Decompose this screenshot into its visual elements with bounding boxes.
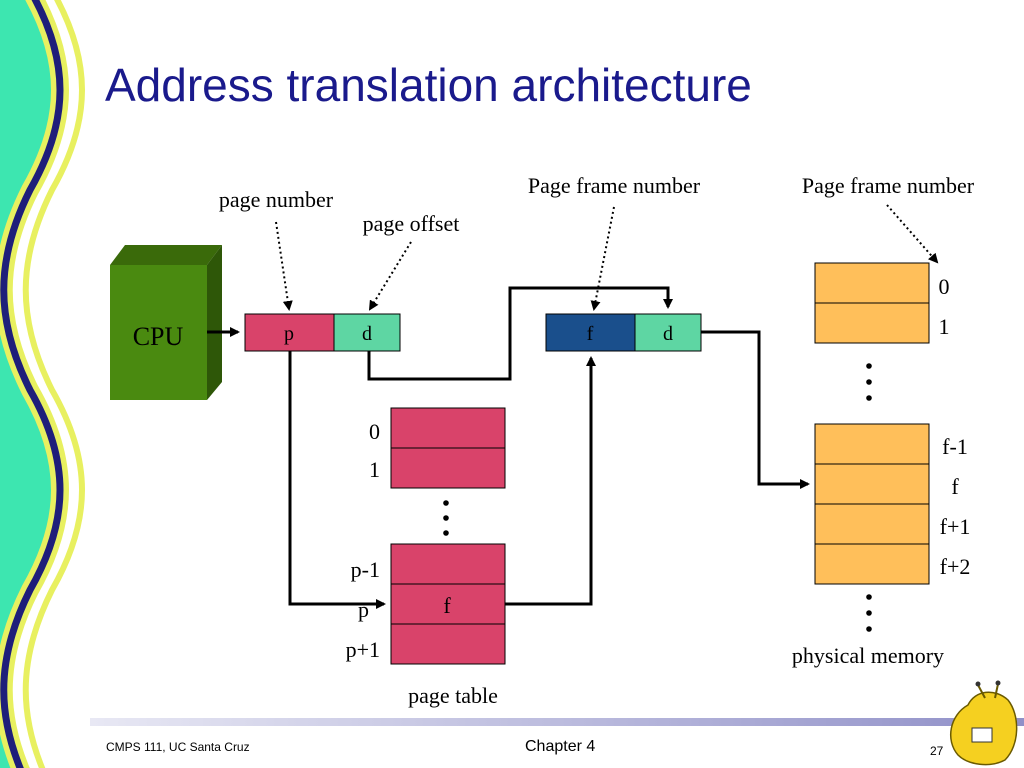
page-frame-number-memory-pointer <box>886 204 939 264</box>
slide-title: Address translation architecture <box>105 59 752 111</box>
memory-ellipsis-dot <box>866 610 872 616</box>
memory-index-f-1: f-1 <box>942 434 968 459</box>
cpu-label: CPU <box>133 322 184 351</box>
memory-ellipsis-dot <box>866 379 872 385</box>
page-number-pointer <box>275 221 293 311</box>
memory-ellipsis-dot <box>866 363 872 369</box>
page-table-entry-value: f <box>443 593 451 618</box>
memory-frame-f+1 <box>814 503 930 545</box>
label-pointers <box>275 204 939 311</box>
page-offset-label: page offset <box>363 211 460 236</box>
memory-frame-1 <box>814 302 930 344</box>
page-table-entry-1 <box>390 447 506 489</box>
flow-arrows <box>207 286 810 609</box>
page-table-ellipsis-dot <box>443 500 449 506</box>
cpu-front-face <box>110 265 207 400</box>
page-table: f 0 1 p-1 p p+1 page table <box>346 407 506 708</box>
memory-index-0: 0 <box>939 274 950 299</box>
memory-ellipsis-dot <box>866 594 872 600</box>
logical-d-label: d <box>362 323 372 345</box>
memory-index-f+2: f+2 <box>940 554 971 579</box>
footer-page-number: 27 <box>930 744 944 758</box>
page-frame-number-label: Page frame number <box>528 173 701 198</box>
page-frame-number-memory-label: Page frame number <box>802 173 975 198</box>
memory-ellipsis-dot <box>866 395 872 401</box>
cpu-top-face <box>110 245 222 265</box>
page-table-entry-p-1 <box>390 543 506 585</box>
page-table-index-p-1: p-1 <box>351 557 380 582</box>
page-offset-pointer <box>368 241 412 311</box>
logical-p-label: p <box>284 323 294 345</box>
cpu-block: CPU <box>110 245 222 400</box>
physical-memory: 0 1 f-1 f f+1 f+2 physical memory <box>792 262 971 668</box>
memory-index-1: 1 <box>939 314 950 339</box>
page-table-index-p: p <box>358 597 369 622</box>
page-table-ellipsis-dot <box>443 530 449 536</box>
cpu-side-face <box>207 245 222 400</box>
page-table-entry-p+1 <box>390 623 506 665</box>
page-table-caption: page table <box>408 683 498 708</box>
slug-mascot-icon <box>950 680 1018 766</box>
offset-copy-arrow <box>367 286 673 381</box>
page-table-ellipsis-dot <box>443 515 449 521</box>
p-to-page-table-arrow <box>288 351 386 609</box>
page-number-label: page number <box>219 187 334 212</box>
footer-chapter: Chapter 4 <box>525 738 596 755</box>
page-table-index-0: 0 <box>369 419 380 444</box>
memory-frame-f+2 <box>814 543 930 585</box>
memory-index-f+1: f+1 <box>940 514 971 539</box>
memory-index-f: f <box>951 474 959 499</box>
page-frame-number-pointer <box>590 206 615 311</box>
footer-bar <box>90 718 1024 726</box>
physical-address: f d <box>545 313 702 352</box>
logical-offset-field <box>333 313 401 352</box>
physical-address-to-memory-arrow <box>701 330 810 489</box>
page-table-index-p+1: p+1 <box>346 637 380 662</box>
page-table-entry-0 <box>390 407 506 449</box>
footer-course: CMPS 111, UC Santa Cruz <box>106 740 250 754</box>
left-border-decoration <box>0 0 85 768</box>
page-table-index-1: 1 <box>369 457 380 482</box>
logical-page-number-field <box>244 313 335 352</box>
logical-address: p d <box>244 313 401 352</box>
memory-ellipsis-dot <box>866 626 872 632</box>
memory-frame-f-1 <box>814 423 930 465</box>
physical-memory-caption: physical memory <box>792 643 944 668</box>
memory-frame-f <box>814 463 930 505</box>
physical-f-label: f <box>587 323 594 345</box>
physical-d-label: d <box>663 323 673 345</box>
page-table-to-frame-arrow <box>505 356 596 606</box>
memory-frame-0 <box>814 262 930 304</box>
